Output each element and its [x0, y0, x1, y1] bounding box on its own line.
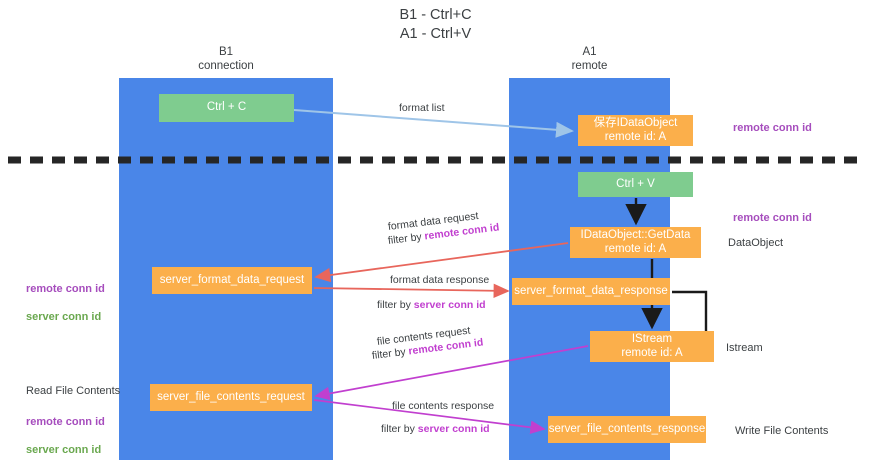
- node-istream[interactable]: IStream remote id: A: [590, 331, 714, 362]
- edge-label-format-data-response: format data response: [390, 274, 490, 286]
- edge-label-format-list: format list: [399, 102, 445, 114]
- annotation-remote-conn-id-top: remote conn id: [733, 122, 812, 134]
- key-remote-conn-id: remote conn id: [26, 283, 105, 295]
- node-server-format-data-request[interactable]: server_format_data_request: [152, 267, 312, 294]
- filter-key-server-conn-id: server conn id: [413, 299, 486, 311]
- edge-format-list: [293, 109, 574, 138]
- page-title: B1 - Ctrl+C A1 - Ctrl+V: [399, 7, 472, 42]
- edge-format-data-response: [313, 283, 510, 298]
- edge-label-file-contents-response: file contents response: [392, 400, 495, 412]
- node-server-file-contents-request[interactable]: server_file_contents_request: [150, 384, 312, 411]
- edge-label-format-data-response-filter: filter by server conn id: [377, 298, 486, 312]
- lane-header-a1: A1 remote: [571, 46, 608, 72]
- edge-response-to-istream: [672, 290, 708, 348]
- edge-file-contents-request: [314, 345, 589, 401]
- edge-file-contents-response: [313, 399, 546, 435]
- edge-format-data-request: [314, 242, 569, 283]
- annotation-write-file-contents: Write File Contents: [735, 425, 829, 437]
- filter-prefix: filter by: [381, 423, 418, 435]
- annotation-read-file-contents: Read File Contents: [26, 385, 121, 397]
- annotation-keys-bottom: remote conn id server conn id: [26, 401, 105, 471]
- annotation-dataobject: DataObject: [728, 237, 784, 249]
- node-server-file-contents-response[interactable]: server_file_contents_response: [548, 416, 706, 443]
- annotation-istream: Istream: [726, 342, 763, 354]
- filter-prefix: filter by: [377, 299, 414, 311]
- key-remote-conn-id: remote conn id: [26, 416, 105, 428]
- annotation-keys-mid: remote conn id server conn id: [26, 268, 105, 338]
- filter-key-server-conn-id: server conn id: [417, 423, 490, 435]
- node-server-format-data-response[interactable]: server_format_data_response: [512, 278, 670, 305]
- node-save-idataobject[interactable]: 保存IDataObject remote id: A: [578, 115, 693, 146]
- annotation-remote-conn-id-mid: remote conn id: [733, 212, 812, 224]
- edge-label-file-contents-response-filter: filter by server conn id: [381, 422, 490, 436]
- key-server-conn-id: server conn id: [26, 444, 102, 456]
- node-ctrl-v[interactable]: Ctrl + V: [578, 172, 693, 197]
- node-idataobject-getdata[interactable]: IDataObject::GetData remote id: A: [570, 227, 701, 258]
- lane-header-b1: B1 connection: [198, 46, 254, 72]
- key-server-conn-id: server conn id: [26, 311, 102, 323]
- node-ctrl-c[interactable]: Ctrl + C: [159, 94, 294, 122]
